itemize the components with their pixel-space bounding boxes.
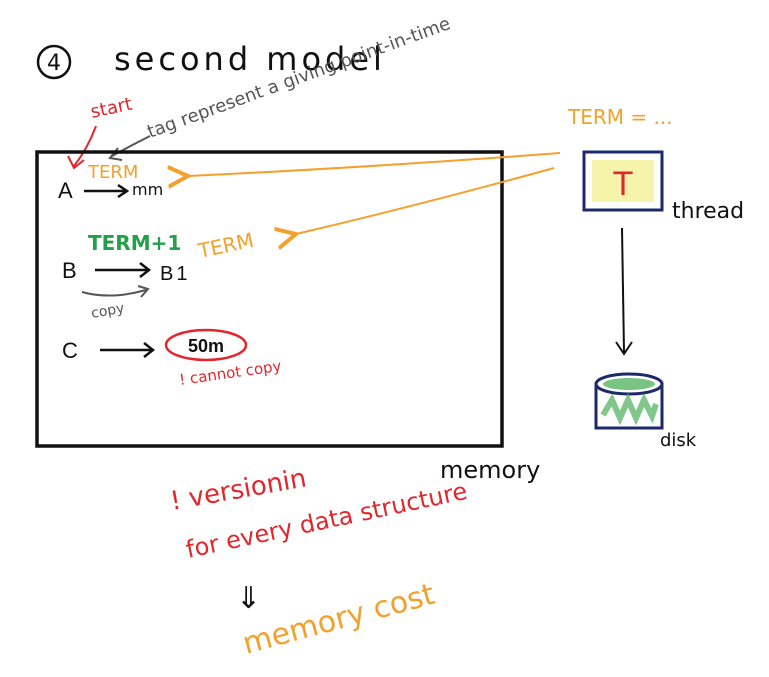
thread-to-row-b-arrow xyxy=(296,167,555,234)
row-a-value: mm xyxy=(132,180,163,199)
memory-label: memory xyxy=(440,456,540,484)
title-number-circle xyxy=(36,44,72,80)
row-c-key: C xyxy=(62,338,78,363)
memory-cost: memory cost xyxy=(239,577,439,662)
thread-letter: T xyxy=(613,165,634,203)
copy-label: copy xyxy=(90,300,126,322)
implies-arrow: ⇓ xyxy=(236,581,261,616)
memory-box xyxy=(35,150,504,448)
title-number-badge: 4 xyxy=(36,44,72,80)
row-a-key: A xyxy=(58,178,73,203)
row-c-note: ! cannot copy xyxy=(178,357,283,389)
tag-pointer-arrow xyxy=(111,135,151,157)
row-b-term-new: TERM+1 xyxy=(88,231,181,255)
thread-to-row-a-arrow xyxy=(188,152,561,176)
start-arrowhead xyxy=(67,155,85,170)
row-a-arrow xyxy=(84,183,130,199)
row-c-value-circle xyxy=(164,328,248,362)
row-b-key: B xyxy=(62,258,77,283)
thread-label: thread xyxy=(672,199,744,224)
row-c-value: 50m xyxy=(188,336,224,356)
versioning-line1: ! versionin xyxy=(168,463,309,516)
row-b-term: TERM xyxy=(195,228,256,263)
row-b-value: B1 xyxy=(160,263,190,285)
title-text: second model xyxy=(114,40,386,78)
start-label: start xyxy=(89,94,134,123)
disk-icon xyxy=(594,372,664,430)
row-a-term: TERM xyxy=(87,162,138,183)
thread-box-fill xyxy=(592,160,654,202)
copy-arrow xyxy=(81,285,150,298)
thread-to-disk-arrow xyxy=(615,227,633,356)
row-c-arrow xyxy=(100,342,156,358)
title-number: 4 xyxy=(47,51,61,76)
start-arrow xyxy=(73,125,97,167)
thread-term-label: TERM = ... xyxy=(567,105,673,129)
disk-label: disk xyxy=(660,430,697,451)
row-b-arrow xyxy=(95,262,152,278)
